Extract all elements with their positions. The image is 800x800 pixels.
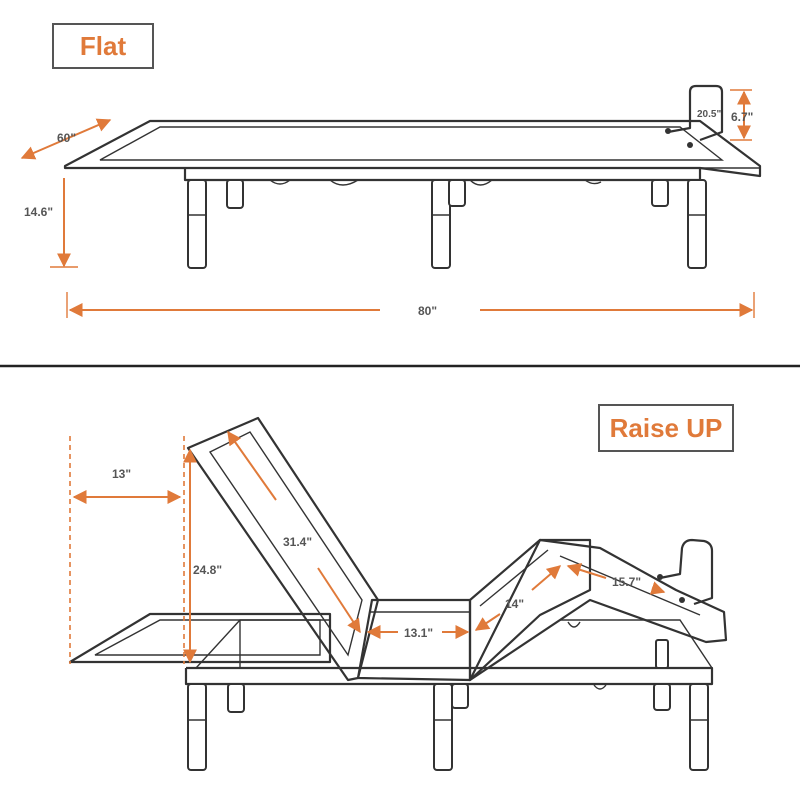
raised-bed-drawing xyxy=(68,416,728,771)
raised-seat-length-label: 13.1" xyxy=(404,626,433,640)
raised-frame-rail xyxy=(184,666,714,686)
raised-ghost-panel xyxy=(68,612,332,664)
flat-title: Flat xyxy=(52,23,154,69)
flat-leg-back-right xyxy=(651,179,669,207)
raised-leg-front-mid xyxy=(433,683,453,771)
raised-thigh-length-label: 14" xyxy=(505,597,524,611)
raise-up-title: Raise UP xyxy=(598,404,734,452)
raised-head-offset-label: 13" xyxy=(112,467,131,481)
flat-side-handle xyxy=(667,84,724,142)
flat-length-label: 80" xyxy=(418,304,437,318)
flat-leg-back-mid xyxy=(448,179,466,207)
flat-handle-width-label: 20.5" xyxy=(697,109,721,120)
flat-handle-height-label: 6.7" xyxy=(731,110,753,124)
flat-platform-inner xyxy=(99,126,725,161)
raised-dimensions: 13" 24.8" 31.4" 13.1" 14" 15.7" xyxy=(69,430,666,664)
raised-head-height-label: 24.8" xyxy=(193,563,222,577)
raised-leg-back-mid xyxy=(451,683,469,709)
flat-frame-rail xyxy=(183,168,702,182)
raised-motor-details xyxy=(567,621,607,690)
flat-leg-front-mid xyxy=(431,179,451,269)
flat-leg-back-left xyxy=(226,179,244,209)
raised-leg-back-right xyxy=(653,683,671,711)
raised-foot-section xyxy=(468,538,728,682)
flat-dimensions: 60" 14.6" 80" 20.5" 6.7" xyxy=(20,89,755,318)
flat-leg-front-right xyxy=(687,179,707,269)
raised-side-handle xyxy=(659,538,714,606)
flat-height-label: 14.6" xyxy=(24,205,53,219)
flat-width-label: 60" xyxy=(57,131,76,145)
raised-back-length-label: 31.4" xyxy=(283,535,312,549)
raised-leg-front-left xyxy=(187,683,207,771)
flat-leg-front-left xyxy=(187,179,207,269)
raised-foot-length-label: 15.7" xyxy=(612,575,641,589)
flat-bed-drawing xyxy=(63,84,762,269)
flat-underside-motor xyxy=(269,179,602,186)
raised-leg-back-left xyxy=(227,683,245,713)
raised-back-section xyxy=(186,416,380,682)
raised-leg-front-right xyxy=(689,683,709,771)
